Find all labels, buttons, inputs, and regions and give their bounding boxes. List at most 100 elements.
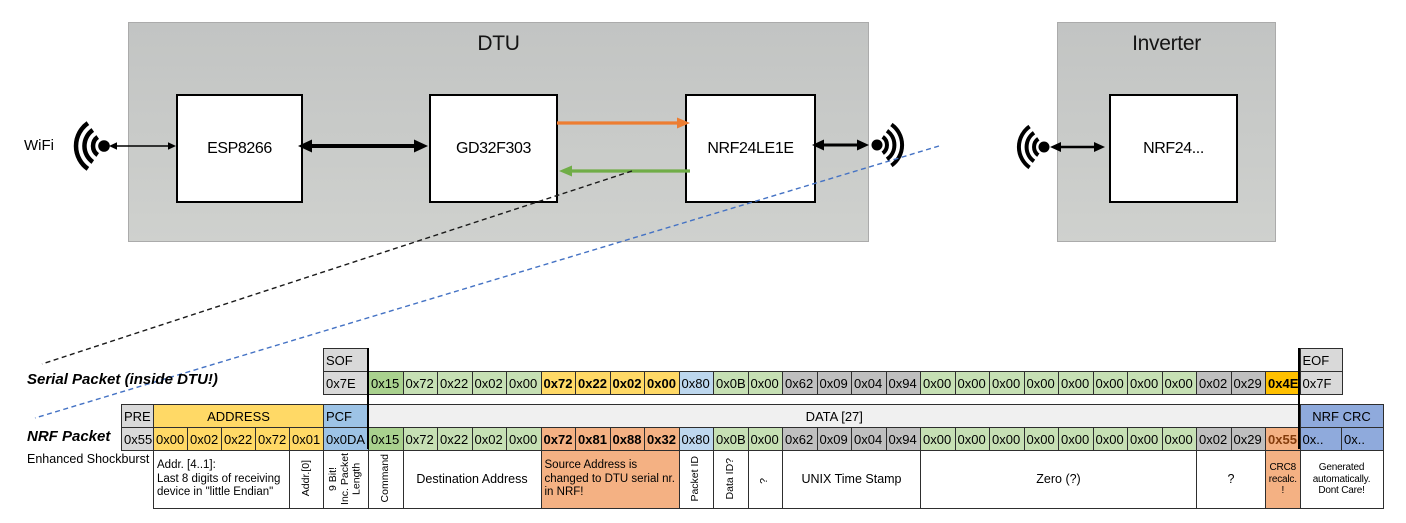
annotation-cell: ? — [1196, 450, 1266, 509]
annotation-vertical-text: Packet ID — [689, 455, 702, 502]
nrf-byte-cell: 0x55 — [1265, 427, 1301, 451]
nrf-byte-cell: 0x00 — [747, 427, 783, 451]
nrf24le1e-box: NRF24LE1E — [685, 94, 816, 203]
gd32f303-label: GD32F303 — [455, 139, 532, 157]
annotation-cell: Zero (?) — [920, 450, 1197, 509]
inverter-title: Inverter — [1132, 32, 1201, 55]
nrf-byte-cell: 0x81 — [575, 427, 611, 451]
serial-byte-cell: 0x22 — [437, 371, 473, 395]
nrf-byte-cell: 0x72 — [402, 427, 438, 451]
address-byte-cell: 0x01 — [289, 427, 324, 451]
esp8266-label: ESP8266 — [207, 139, 272, 157]
serial-byte-cell: 0x02 — [1196, 371, 1232, 395]
annotation-cell: ? — [747, 450, 783, 509]
pre-header-cell: PRE — [121, 404, 154, 428]
dtu-title: DTU — [477, 32, 520, 55]
serial-byte-cell: 0x72 — [540, 371, 576, 395]
dtu-container-box: DTU ESP8266 GD32F303 NRF24LE1E — [128, 22, 869, 242]
address-header-cell: ADDRESS — [153, 404, 324, 428]
serial-byte-cell: 0x15 — [368, 371, 404, 395]
esp8266-box: ESP8266 — [176, 94, 303, 203]
serial-byte-cell: 0x00 — [1023, 371, 1059, 395]
annotation-vertical-text: Command — [378, 454, 391, 503]
nrf-byte-cell: 0x00 — [1023, 427, 1059, 451]
annotation-cell: Packet ID — [678, 450, 714, 509]
nrf24le1e-label: NRF24LE1E — [707, 139, 794, 157]
annotation-cell: Addr.[0] — [289, 450, 324, 509]
sof-header-cell: SOF — [323, 348, 369, 372]
spacer — [369, 349, 1301, 372]
serial-byte-cell: 0x80 — [678, 371, 714, 395]
serial-byte-cell: 0x02 — [609, 371, 645, 395]
serial-byte-cell: 0x0B — [713, 371, 749, 395]
serial-byte-cell: 0x00 — [989, 371, 1025, 395]
nrf-byte-cell: 0x72 — [540, 427, 576, 451]
radio-waves-right-icon — [871, 122, 905, 168]
nrf-byte-cell: 0x32 — [644, 427, 680, 451]
data-end-divider — [1298, 348, 1300, 449]
nrf-byte-cell: 0x00 — [506, 427, 542, 451]
serial-byte-cell: 0x00 — [954, 371, 990, 395]
inverter-radio-icon — [1016, 124, 1050, 170]
nrf-byte-cell: 0x02 — [1196, 427, 1232, 451]
nrf-byte-cell: 0x02 — [471, 427, 507, 451]
wifi-label: WiFi — [24, 137, 54, 154]
nrf-byte-cell: 0x00 — [1127, 427, 1163, 451]
annotation-cell: Source Address is changed to DTU serial … — [540, 450, 680, 509]
nrf-byte-cell: 0x80 — [678, 427, 714, 451]
nrf-crc-header-cell: NRF CRC — [1299, 404, 1384, 428]
serial-byte-cell: 0x00 — [747, 371, 783, 395]
nrf-crc-value-cell: 0x.. — [1341, 427, 1384, 451]
data-start-divider — [367, 348, 369, 449]
sof-value-cell: 0x7E — [323, 371, 369, 395]
serial-byte-cell: 0x04 — [851, 371, 887, 395]
annotation-cell: Data ID? — [713, 450, 749, 509]
nrf-byte-cell: 0x88 — [609, 427, 645, 451]
nrf-packet-label: NRF Packet — [27, 428, 111, 445]
nrf-byte-cell: 0x29 — [1230, 427, 1266, 451]
gd32f303-box: GD32F303 — [429, 94, 558, 203]
serial-byte-cell: 0x00 — [1058, 371, 1094, 395]
nrf-byte-cell: 0x00 — [1161, 427, 1197, 451]
nrf-byte-cell: 0x09 — [816, 427, 852, 451]
wifi-waves-left-icon — [73, 121, 110, 171]
annotation-cell: Destination Address — [402, 450, 542, 509]
pre-value-cell: 0x55 — [121, 427, 154, 451]
serial-byte-cell: 0x4E — [1265, 371, 1301, 395]
address-byte-cell: 0x00 — [153, 427, 188, 451]
nrf-byte-cell: 0x00 — [920, 427, 956, 451]
nrf-byte-cell: 0x00 — [1058, 427, 1094, 451]
nrf-byte-cell: 0x00 — [1092, 427, 1128, 451]
serial-byte-cell: 0x00 — [1161, 371, 1197, 395]
inverter-nrf24-box: NRF24... — [1109, 94, 1238, 203]
nrf-byte-cell: 0x94 — [885, 427, 921, 451]
annotation-cell: CRC8 recalc. ! — [1265, 450, 1301, 509]
address-byte-cell: 0x72 — [255, 427, 290, 451]
data-header-cell: DATA [27] — [368, 404, 1301, 428]
serial-byte-cell: 0x00 — [1127, 371, 1163, 395]
annotation-cell: Generated automatically. Dont Care! — [1299, 450, 1384, 509]
nrf-byte-cell: 0x62 — [782, 427, 818, 451]
nrf-byte-cell: 0x00 — [954, 427, 990, 451]
annotation-cell: 9 Bit! Inc. Packet Length — [323, 450, 369, 509]
pcf-header-cell: PCF — [323, 404, 369, 428]
serial-byte-cell: 0x00 — [920, 371, 956, 395]
inverter-container-box: Inverter NRF24... — [1057, 22, 1276, 242]
nrf-byte-cell: 0x22 — [437, 427, 473, 451]
nrf-byte-cell: 0x15 — [368, 427, 404, 451]
spacer — [122, 451, 154, 509]
annotation-cell: UNIX Time Stamp — [782, 450, 921, 509]
nrf-byte-cell: 0x0B — [713, 427, 749, 451]
serial-byte-cell: 0x62 — [782, 371, 818, 395]
address-byte-cell: 0x02 — [187, 427, 222, 451]
nrf-byte-cell: 0x00 — [989, 427, 1025, 451]
serial-byte-cell: 0x94 — [885, 371, 921, 395]
serial-byte-cell: 0x29 — [1230, 371, 1266, 395]
serial-byte-cell: 0x00 — [506, 371, 542, 395]
eof-value-cell: 0x7F — [1299, 371, 1343, 395]
pcf-value-cell: 0x0DA — [323, 427, 369, 451]
serial-byte-cell: 0x00 — [1092, 371, 1128, 395]
